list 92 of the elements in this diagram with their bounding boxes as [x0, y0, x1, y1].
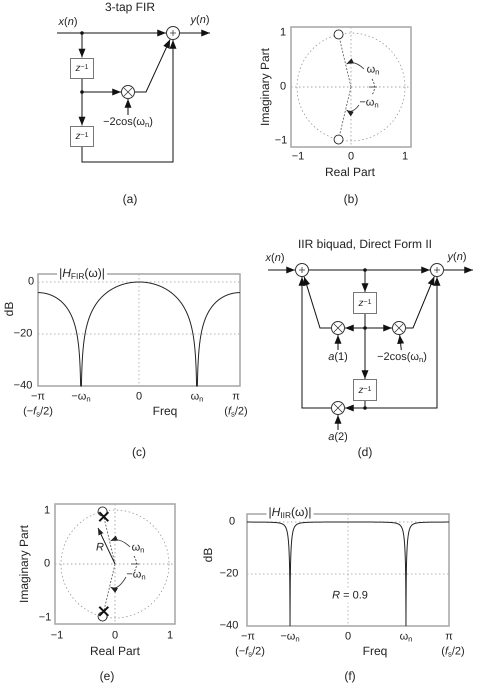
- arrow: [406, 276, 435, 328]
- multiplier-symbol: [392, 321, 406, 335]
- tick-label: 0: [112, 630, 118, 642]
- tick-label: −1: [274, 134, 288, 148]
- tick-label: −π: [241, 630, 255, 644]
- delay-box: z$^{−1}$: [353, 379, 377, 401]
- tick-label: −1: [292, 150, 304, 164]
- radius-label: R: [96, 542, 104, 554]
- delay-box: z$^{−1}$: [70, 126, 94, 146]
- arrow: [268, 266, 296, 274]
- tick-label: 1: [280, 26, 286, 40]
- tick-label: −40: [220, 620, 238, 632]
- tick-label: −20: [220, 568, 238, 580]
- arrow: [180, 30, 210, 36]
- tick-label: 0: [348, 150, 354, 164]
- panel-label: (a): [122, 193, 138, 207]
- tick-label: −20: [14, 328, 32, 340]
- angle-label: ω$_{n}$: [132, 542, 144, 554]
- tick-label: ω$_{n}$: [190, 390, 204, 404]
- adder-symbol: [295, 263, 309, 277]
- plot-title: |H$_{IIR}$(ω)|: [266, 506, 314, 520]
- axis-label: Imaginary Part: [18, 524, 32, 604]
- arrow: [82, 40, 176, 162]
- axis-label: dB: [202, 548, 216, 562]
- arrow: [334, 334, 342, 350]
- tick-label: 0: [44, 558, 50, 570]
- arrow: [303, 276, 332, 328]
- tick-label: −1: [50, 630, 64, 642]
- tick-label: π: [232, 390, 240, 404]
- tick-label: 0: [228, 516, 236, 528]
- tick-label: 1: [402, 150, 408, 164]
- tick-label: −ω$_{n}$: [71, 390, 91, 404]
- arrow: [56, 32, 86, 58]
- arrow: [298, 276, 332, 408]
- axis-label: Real Part: [90, 645, 140, 659]
- tick-label: 1: [166, 630, 174, 642]
- arrow: [334, 414, 342, 430]
- multiplier-symbol: [331, 321, 345, 335]
- tick-label: 0: [344, 630, 352, 644]
- tick-label: 1: [44, 504, 50, 518]
- tick-label: (−f$_{s}$/2): [23, 406, 53, 418]
- plot-title: |H$_{FIR}$(ω)|: [57, 267, 107, 281]
- arrow: [362, 314, 368, 380]
- arrow: [364, 276, 440, 408]
- axis-label: Imaginary Part: [259, 48, 273, 126]
- multiplier-symbol: [331, 401, 345, 415]
- angle-label: ω$_{n}$: [366, 64, 380, 76]
- tick-label: 0: [28, 276, 34, 288]
- delay-box: z$^{−1}$: [70, 58, 94, 78]
- panel-label: (f): [344, 670, 356, 684]
- arrow: [124, 98, 132, 116]
- axis-label: dB: [3, 302, 17, 316]
- panel-label: (b): [344, 193, 358, 207]
- tick-label: −1: [38, 612, 52, 624]
- coefficient-label: −2cos(ω$_{n}$): [377, 350, 427, 364]
- arrow: [444, 266, 474, 274]
- tick-label: π: [445, 630, 453, 644]
- tick-label: (−f$_{s}$/2): [235, 646, 265, 658]
- coefficient-label: −2cos(ω$_{n}$): [103, 115, 153, 129]
- panel-label: (c): [132, 446, 146, 460]
- angle-label: −ω$_{n}$: [359, 96, 379, 110]
- tick-label: ω$_{n}$: [400, 630, 412, 644]
- axis-label: Freq: [152, 405, 178, 419]
- adder-symbol: [166, 26, 180, 40]
- arrow: [397, 334, 404, 350]
- tick-label: 0: [136, 390, 142, 404]
- angle-label: −ω$_{n}$: [126, 568, 146, 582]
- panel-label: (d): [358, 446, 372, 460]
- tick-label: (f$_{s}$/2): [441, 646, 465, 658]
- axis-label: Freq: [362, 645, 388, 659]
- tick-label: −π: [31, 390, 45, 404]
- axis-label: Real Part: [324, 166, 376, 180]
- signal-label: y(n): [448, 250, 466, 264]
- panel-heading: IIR biquad, Direct Form II: [298, 238, 432, 252]
- tick-label: −ω$_{n}$: [280, 630, 300, 644]
- multiplier-symbol: [121, 85, 135, 99]
- signal-label: y(n): [190, 13, 210, 27]
- coefficient-label: a(1): [328, 350, 348, 364]
- arrow: [134, 38, 171, 92]
- panel-heading: 3-tap FIR: [105, 1, 155, 15]
- tick-label: 0: [280, 80, 286, 94]
- tick-label: (f$_{s}$/2): [224, 406, 248, 418]
- panel-label: (e): [100, 670, 114, 684]
- annotation-text: R = 0.9: [330, 590, 370, 602]
- adder-symbol: [430, 263, 444, 277]
- coefficient-label: a(2): [328, 430, 348, 444]
- arrow: [308, 266, 430, 274]
- arrow: [82, 78, 122, 96]
- delay-box: z$^{−1}$: [353, 292, 377, 314]
- signal-label: x(n): [58, 15, 78, 29]
- signal-label: x(n): [266, 251, 284, 265]
- tick-label: −40: [14, 380, 32, 392]
